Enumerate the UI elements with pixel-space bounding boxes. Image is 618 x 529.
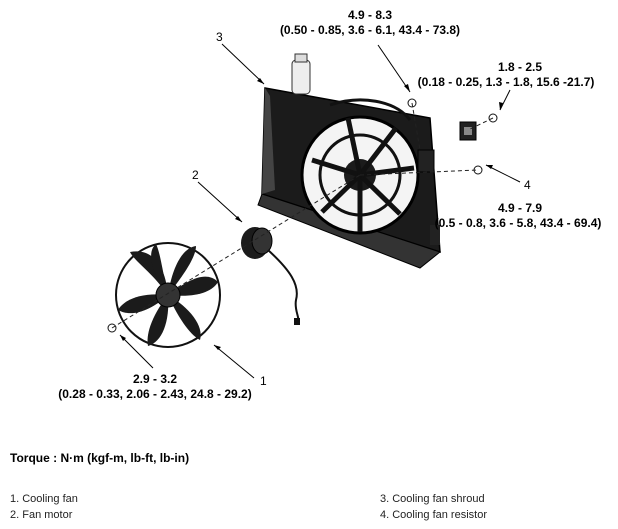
legend-item-4: 4. Cooling fan resistor: [380, 509, 487, 521]
torque-unit-label: Torque : N·m (kgf-m, lb-ft, lb-in): [10, 451, 190, 465]
motor-bolt-torque-range: 4.9 - 7.9: [497, 201, 543, 215]
fan-motor-drawing: [241, 227, 300, 325]
legend-item-2: 2. Fan motor: [10, 509, 73, 521]
motor-bolt-torque-conversion: (0.5 - 0.8, 3.6 - 5.8, 43.4 - 69.4): [434, 216, 602, 230]
cooling-fan-drawing: [115, 242, 221, 348]
fan-nut-torque-range: 2.9 - 3.2: [132, 372, 178, 386]
callout-3: 3: [216, 30, 223, 44]
legend-item-1: 1. Cooling fan: [10, 493, 78, 505]
shroud-bolt-torque-conversion: (0.50 - 0.85, 3.6 - 6.1, 43.4 - 73.8): [279, 23, 461, 37]
cooling-fan-exploded-diagram: [107, 43, 521, 379]
resistor-screw-torque-conversion: (0.18 - 0.25, 1.3 - 1.8, 15.6 -21.7): [417, 75, 595, 89]
resistor-screw-torque-range: 1.8 - 2.5: [497, 60, 543, 74]
fan-nut-torque-conversion: (0.28 - 0.33, 2.06 - 2.43, 24.8 - 29.2): [58, 387, 252, 401]
cooling-fan-shroud-drawing: [257, 53, 442, 269]
callout-4: 4: [524, 178, 531, 192]
callout-1: 1: [260, 374, 267, 388]
shroud-bolt-torque-range: 4.9 - 8.3: [347, 8, 393, 22]
legend-item-3: 3. Cooling fan shroud: [380, 493, 485, 505]
callout-2: 2: [192, 168, 199, 182]
cooling-fan-resistor-drawing: [459, 121, 477, 141]
